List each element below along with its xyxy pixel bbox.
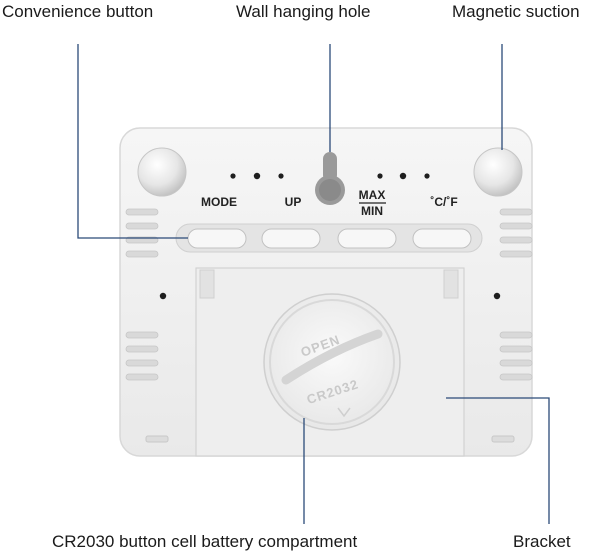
- callout-battery-compartment: CR2030 button cell battery compartment: [52, 532, 358, 551]
- label-max: MAX: [359, 188, 386, 202]
- indicator-dots-right: [377, 172, 430, 180]
- leader-bracket: [446, 397, 550, 524]
- bracket-notch-left: [199, 269, 215, 299]
- leader-lines: [77, 44, 550, 524]
- foot-slot-left: [145, 435, 169, 443]
- unit-button[interactable]: [412, 228, 472, 249]
- callout-convenience-button: Convenience button: [2, 2, 154, 21]
- label-up: UP: [285, 195, 302, 209]
- vents-right-lower: [499, 331, 533, 381]
- callout-bracket: Bracket: [513, 532, 571, 551]
- callout-wall-hanging-hole: Wall hanging hole: [236, 2, 371, 21]
- battery-cover[interactable]: OPEN CR2032: [263, 293, 401, 431]
- callout-magnetic-suction: Magnetic suction: [452, 2, 580, 21]
- up-button[interactable]: [261, 228, 321, 249]
- vents-left-lower: [125, 331, 159, 381]
- wall-hanging-hole: [315, 152, 345, 205]
- vents-left-upper: [125, 208, 159, 258]
- foot-slot-right: [491, 435, 515, 443]
- leader-convenience-button: [77, 44, 188, 239]
- label-min: MIN: [361, 204, 383, 218]
- indicator-dots-left: [230, 172, 284, 180]
- vents-right-upper: [499, 208, 533, 258]
- battery-cover-arrow-icon: [337, 407, 351, 418]
- magnet-left: [137, 147, 187, 197]
- max-min-button[interactable]: [337, 228, 397, 249]
- screw-dot-right: [493, 292, 501, 300]
- label-unit: ˚C/˚F: [430, 195, 457, 209]
- magnet-right: [473, 147, 523, 197]
- screw-dot-left: [159, 292, 167, 300]
- label-mode: MODE: [201, 195, 237, 209]
- mode-button[interactable]: [187, 228, 247, 249]
- bracket-notch-right: [443, 269, 459, 299]
